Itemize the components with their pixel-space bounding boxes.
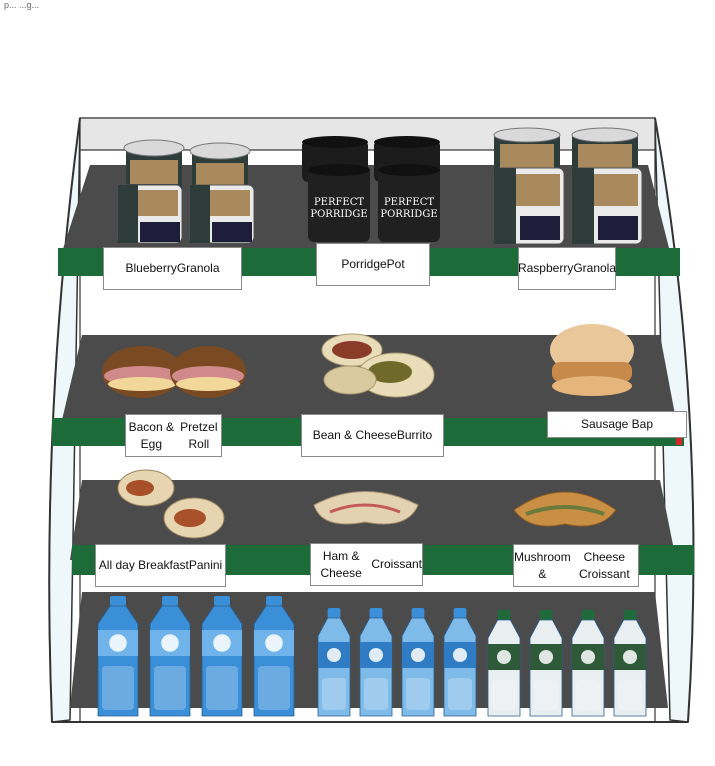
label-all-day-breakfast-panini: All day Breakfast Panini xyxy=(95,544,226,587)
svg-text:PORRIDGE: PORRIDGE xyxy=(380,209,437,220)
granola-pot-icon xyxy=(493,167,565,245)
water-bottle-large-icon xyxy=(97,596,139,717)
svg-text:PORRIDGE: PORRIDGE xyxy=(310,209,367,220)
label-ham-cheese-croissant: Ham & Cheese Croissant xyxy=(310,543,423,586)
label-line: Panini xyxy=(188,558,223,572)
image-caption: p... ...g... xyxy=(4,0,40,10)
granola-pot-icon xyxy=(123,139,185,197)
raspberry-granola-pots xyxy=(493,127,643,245)
label-line: Ham & Cheese xyxy=(320,548,362,580)
label-line: Porridge xyxy=(341,257,387,271)
sausage-bap-icon xyxy=(550,324,634,396)
porridge-pots: PERFECT PORRIDGE PERFECT PORRIDGE xyxy=(302,136,440,242)
water-bottle-sparkling-icon xyxy=(443,608,477,717)
label-line: All day Breakfast xyxy=(98,558,189,572)
label-sausage-bap: Sausage Bap xyxy=(547,411,687,438)
svg-text:PERFECT: PERFECT xyxy=(314,197,364,208)
granola-pot-icon xyxy=(571,127,639,174)
water-bottles xyxy=(97,596,647,717)
blueberry-granola-pots xyxy=(117,139,255,244)
water-bottle-large-icon xyxy=(149,596,191,717)
water-bottle-still-icon xyxy=(529,610,563,717)
svg-text:PERFECT: PERFECT xyxy=(384,197,434,208)
label-line: Mushroom & xyxy=(514,549,571,581)
granola-pot-icon xyxy=(117,184,183,244)
croissant-icon xyxy=(313,491,419,525)
label-bean-cheese-burrito: Bean & Cheese Burrito xyxy=(301,414,444,457)
panini-icon xyxy=(117,469,225,539)
label-line: Pretzel Roll xyxy=(180,419,218,451)
label-line: Cheese Croissant xyxy=(579,549,630,581)
granola-pot-icon xyxy=(493,127,561,174)
water-bottle-sparkling-icon xyxy=(401,608,435,717)
label-line: Bean & Cheese xyxy=(312,428,397,442)
label-line: Burrito xyxy=(396,428,433,442)
croissant-icon xyxy=(513,491,617,527)
label-line: Raspberry xyxy=(517,261,574,275)
pretzel-roll-icon xyxy=(102,346,246,398)
label-line: Bacon & Egg xyxy=(128,419,174,451)
label-porridge-pot: Porridge Pot xyxy=(316,243,430,286)
label-mushroom-cheese-croissant: Mushroom & Cheese Croissant xyxy=(513,544,639,587)
label-line: Sausage Bap xyxy=(580,417,654,431)
water-bottle-sparkling-icon xyxy=(359,608,393,717)
water-bottle-sparkling-icon xyxy=(317,608,351,717)
granola-pot-icon xyxy=(571,167,643,245)
granola-pot-icon xyxy=(189,184,255,244)
label-line: Granola xyxy=(573,261,617,275)
burrito-icon xyxy=(321,333,435,398)
water-bottle-large-icon xyxy=(253,596,295,717)
water-bottle-still-icon xyxy=(487,610,521,717)
water-bottle-still-icon xyxy=(571,610,605,717)
label-line: Pot xyxy=(386,257,405,271)
porridge-pot-icon: PERFECT PORRIDGE xyxy=(308,164,370,242)
label-raspberry-granola: Raspberry Granola xyxy=(518,247,616,290)
porridge-pot-icon: PERFECT PORRIDGE xyxy=(378,164,440,242)
label-bacon-egg-pretzel-roll: Bacon & Egg Pretzel Roll xyxy=(125,414,222,457)
label-line: Blueberry xyxy=(125,261,177,275)
price-tag-accent xyxy=(676,436,682,445)
label-blueberry-granola: Blueberry Granola xyxy=(103,247,242,290)
water-bottle-large-icon xyxy=(201,596,243,717)
label-line: Croissant xyxy=(371,557,422,571)
label-line: Granola xyxy=(176,261,220,275)
water-bottle-still-icon xyxy=(613,610,647,717)
